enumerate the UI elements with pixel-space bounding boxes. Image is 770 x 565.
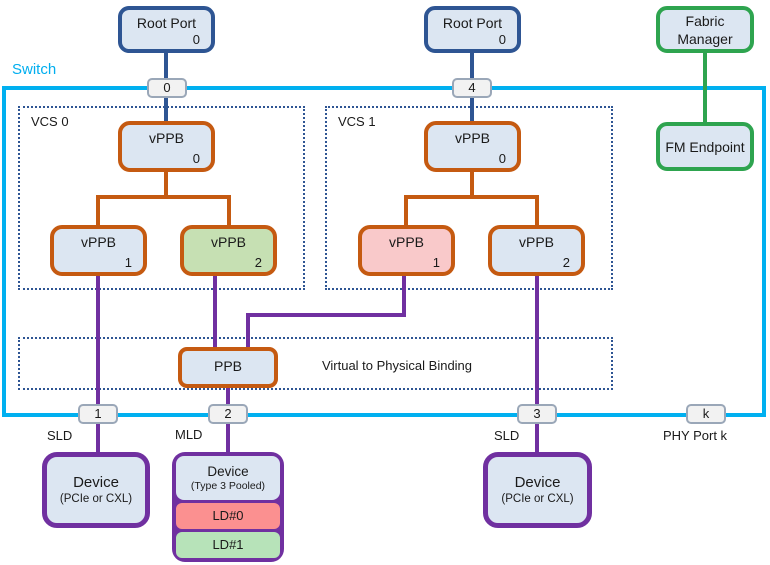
switch-downstream-port-2: 2 [208,404,248,424]
device-sld-left: Device (PCIe or CXL) [42,452,150,528]
bind-vppb1-port1 [96,273,100,406]
vcs0-tree-drop1 [96,195,100,227]
fm-endpoint-label: FM Endpoint [665,138,745,155]
vcs1-tree-bar [404,195,539,199]
vppb-title: vPPB [210,234,246,250]
vppb-number: 0 [192,151,200,166]
switch-boundary [2,86,766,417]
vppb-number: 1 [124,255,132,270]
vppb-title: vPPB [518,234,554,250]
vppb-number: 0 [498,151,506,166]
vcs0-vppb-2: vPPB 2 [180,225,277,276]
bind-vcs1vppb1-down [402,273,406,317]
link-port1-device [96,421,100,454]
switch-downstream-port-1: 1 [78,404,118,424]
ld1-section: LD#1 [176,532,280,558]
vcs0-vppb-0: vPPB 0 [118,121,215,172]
link-port3-device [535,421,539,454]
vcs1-label: VCS 1 [338,114,376,129]
vppb-number: 2 [562,255,570,270]
ppb: PPB [178,347,278,388]
vcs0-vppb-1: vPPB 1 [50,225,147,276]
vcs0-tree-bar [96,195,231,199]
vcs1-vppb-1: vPPB 1 [358,225,455,276]
switch-label: Switch [12,61,57,78]
vcs0-group: VCS 0 [18,106,305,290]
mld-device-section: Device (Type 3 Pooled) [176,456,280,500]
vcs1-tree-stem [470,169,474,199]
bind-ppb-port2 [226,386,230,406]
bind-vcs1vppb2-port3 [535,273,539,406]
vppb-title: vPPB [148,130,184,146]
vppb-title: vPPB [454,130,490,146]
fabric-manager-label: Fabric Manager [677,12,733,47]
root-port-0-title: Root Port [136,15,197,31]
switch-upstream-port-4: 4 [452,78,492,98]
vppb-number: 1 [432,255,440,270]
ppb-label: PPB [213,358,242,374]
fabric-manager: Fabric Manager [656,6,754,53]
vppb-number: 2 [254,255,262,270]
device-subtitle: (PCIe or CXL) [501,493,574,505]
vcs0-label: VCS 0 [31,114,69,129]
binding-caption: Virtual to Physical Binding [321,358,473,373]
switch-downstream-port-k: k [686,404,726,424]
bind-vppb2-ppb [213,273,217,351]
device-title: Device [514,474,561,491]
root-port-1: Root Port 0 [424,6,521,53]
port3-type-label: SLD [494,428,520,443]
bind-vcs1vppb1-across [246,313,406,317]
device-title: Device [207,463,249,479]
device-subtitle: (Type 3 Pooled) [190,479,266,492]
fm-endpoint: FM Endpoint [656,122,754,171]
vcs1-vppb-0: vPPB 0 [424,121,521,172]
portk-type-label: PHY Port k [663,428,728,443]
switch-upstream-port-0: 0 [147,78,187,98]
vppb-title: vPPB [388,234,424,250]
port2-type-label: MLD [175,427,203,442]
vcs0-tree-stem [164,169,168,199]
vcs0-tree-drop2 [227,195,231,227]
root-port-0: Root Port 0 [118,6,215,53]
ld0-section: LD#0 [176,503,280,529]
root-port-1-number: 0 [498,32,506,47]
binding-group [18,337,613,390]
vcs1-tree-drop2 [535,195,539,227]
link-fabricmanager-fmendpoint [703,52,707,124]
vcs1-tree-drop1 [404,195,408,227]
vppb-title: vPPB [80,234,116,250]
device-mld: Device (Type 3 Pooled) LD#0 LD#1 [172,452,284,562]
vcs1-group: VCS 1 [325,106,613,290]
link-port2-device [226,421,230,454]
switch-downstream-port-3: 3 [517,404,557,424]
device-subtitle: (PCIe or CXL) [59,493,133,505]
vcs1-vppb-2: vPPB 2 [488,225,585,276]
root-port-1-title: Root Port [442,15,503,31]
device-title: Device [73,474,119,491]
port1-type-label: SLD [47,428,73,443]
bind-vcs1vppb1-ppb [246,313,250,351]
device-sld-right: Device (PCIe or CXL) [483,452,592,528]
root-port-0-number: 0 [192,32,200,47]
